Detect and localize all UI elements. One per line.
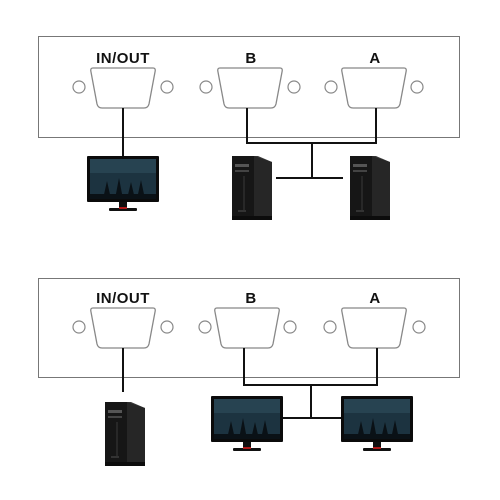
port-inout-bottom [72, 307, 174, 349]
port-a-top [324, 67, 424, 109]
port-label-b-bottom: B [245, 290, 257, 307]
port-b-bottom [198, 307, 297, 349]
computer-tower-icon [104, 401, 146, 467]
monitor-icon [211, 396, 283, 451]
computer-tower-icon [349, 155, 391, 221]
cables-bottom [122, 348, 378, 419]
port-label-a-top: A [369, 50, 381, 67]
port-b-top [199, 67, 301, 109]
port-a-bottom [323, 307, 426, 349]
monitor-icon [87, 156, 159, 211]
port-label-inout-bottom: IN/OUT [96, 290, 150, 307]
port-label-a-bottom: A [369, 290, 381, 307]
port-label-inout-top: IN/OUT [96, 50, 150, 67]
computer-tower-icon [231, 155, 273, 221]
port-label-b-top: B [245, 50, 257, 67]
cables-top [122, 108, 377, 179]
monitor-icon [341, 396, 413, 451]
port-inout-top [72, 67, 174, 109]
